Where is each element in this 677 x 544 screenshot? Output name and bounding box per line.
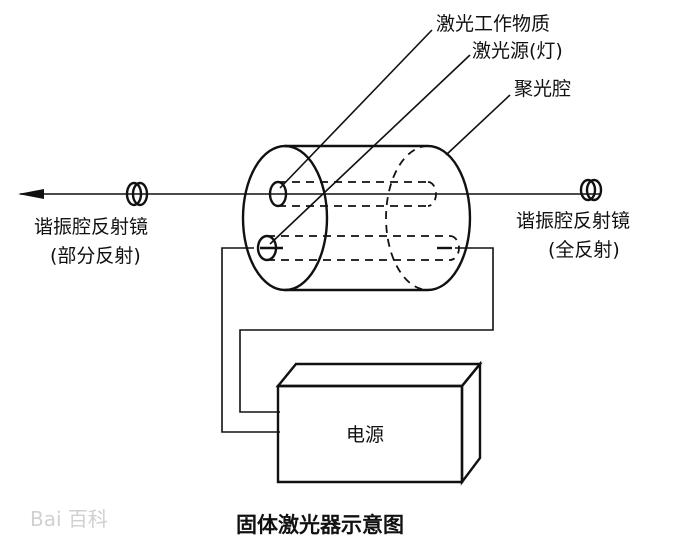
- label-left-mirror-note: (部分反射): [50, 245, 141, 267]
- power-supply-box: [275, 360, 483, 486]
- label-cavity: 聚光腔: [514, 78, 571, 100]
- leader-active-medium: [279, 29, 433, 189]
- label-right-mirror-note: (全反射): [548, 239, 620, 261]
- right-mirror: [579, 178, 603, 202]
- watermark-logo: Bai 百科: [30, 507, 108, 531]
- left-mirror: [125, 181, 149, 207]
- power-wiring: [221, 247, 494, 433]
- label-left-mirror: 谐振腔反射镜: [34, 216, 148, 238]
- pump-lamp: [256, 234, 460, 262]
- leader-cavity: [445, 94, 511, 156]
- label-active-medium: 激光工作物质: [436, 13, 550, 35]
- output-beam-arrow: [18, 189, 44, 199]
- label-right-mirror: 谐振腔反射镜: [516, 210, 630, 232]
- label-pump-lamp: 激光源(灯): [472, 40, 563, 62]
- laser-rod: [268, 180, 437, 208]
- light-cavity-cylinder: [241, 144, 472, 292]
- label-power: 电源: [346, 424, 384, 446]
- leader-pump-lamp: [269, 54, 471, 245]
- diagram-caption: 固体激光器示意图: [236, 513, 404, 537]
